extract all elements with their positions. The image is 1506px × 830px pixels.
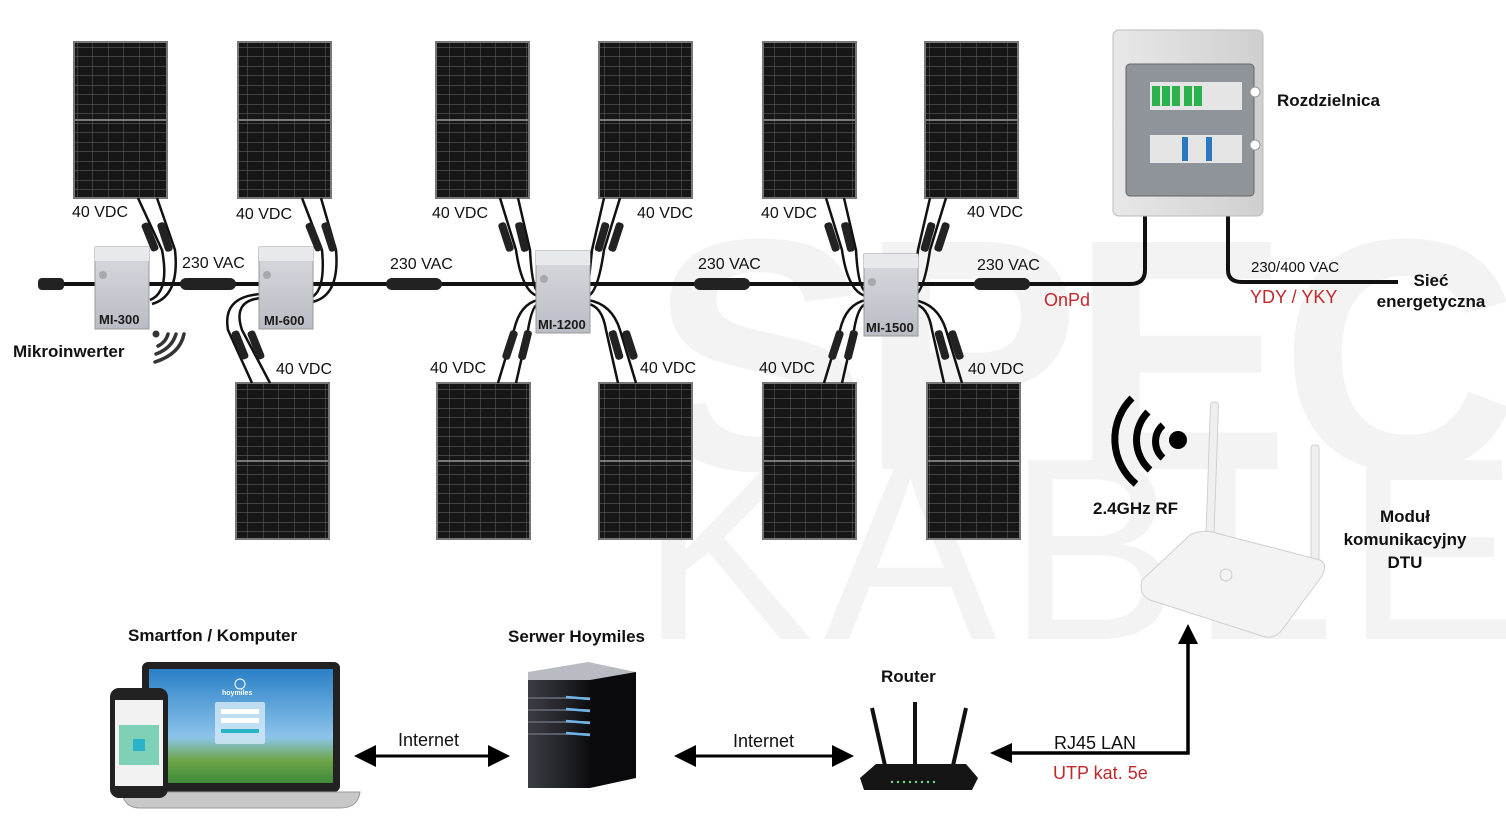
dc-label: 40 VDC (640, 360, 697, 377)
inverter-model-label: MI-1200 (538, 317, 586, 332)
dc-label: 40 VDC (759, 360, 816, 377)
inverter-mi-300 (94, 246, 150, 330)
distribution-box-title: Rozdzielnica (1277, 91, 1380, 110)
smartphone-computer-title: Smartfon / Komputer (128, 626, 298, 645)
dc-label: 40 VDC (276, 361, 333, 378)
wireless-signal-icon (152, 330, 186, 364)
ac-connector (974, 278, 1030, 290)
dtu-device (1140, 401, 1326, 638)
dtu-label-line2: komunikacyjny (1343, 530, 1467, 549)
top-panels (73, 41, 1019, 199)
lan-cable-label: UTP kat. 5e (1053, 763, 1148, 783)
dc-label: 40 VDC (637, 205, 694, 222)
smartphone-illustration (110, 688, 168, 798)
ac-label: 230 VAC (698, 256, 761, 273)
arrow-left-icon (990, 743, 1012, 763)
ac-connector (180, 278, 236, 290)
microinverter-label: Mikroinwerter (13, 342, 125, 361)
arrow-up-icon (1178, 624, 1198, 644)
internet-label-1: Internet (398, 730, 460, 750)
end-cap-connector (38, 278, 64, 290)
rf-label: 2.4GHz RF (1093, 499, 1179, 518)
ac-connector (386, 278, 442, 290)
inverter-mi-1200 (535, 250, 591, 334)
grid-voltage-label: 230/400 VAC (1251, 259, 1340, 276)
dc-label: 40 VDC (968, 361, 1025, 378)
server-illustration (528, 662, 636, 788)
mc4-connectors (141, 222, 964, 360)
inverter-model-label: MI-600 (264, 313, 305, 328)
ac-connector (694, 278, 750, 290)
laptop-brand-text: hoymiles (222, 690, 253, 697)
dc-label: 40 VDC (236, 206, 293, 223)
dtu-label: Moduł komunikacyjny DTU (1340, 505, 1470, 574)
inverter-mi-600 (258, 246, 314, 330)
dtu-label-line3: DTU (1387, 553, 1423, 572)
lan-cable-arrow (990, 624, 1198, 763)
server-title: Serwer Hoymiles (508, 627, 646, 646)
onpd-cable-label: OnPd (1044, 290, 1091, 310)
dtu-label-line1: Moduł (1379, 507, 1431, 526)
ac-label: 230 VAC (390, 256, 453, 273)
internet-arrow-2 (674, 745, 854, 767)
dc-label: 40 VDC (72, 204, 129, 221)
router-title: Router (881, 667, 936, 686)
ac-label: 230 VAC (182, 255, 245, 272)
grid-cable-label: YDY / YKY (1250, 287, 1338, 307)
dc-label: 40 VDC (430, 360, 487, 377)
lan-label: RJ45 LAN (1054, 733, 1137, 753)
grid-label: Sieć energetyczna (1366, 270, 1496, 312)
dc-label: 40 VDC (432, 205, 489, 222)
rf-signal-icon (1111, 395, 1187, 487)
laptop-illustration (121, 662, 361, 809)
distribution-box (1112, 29, 1264, 217)
inverter-model-label: MI-1500 (866, 320, 914, 335)
internet-arrow-1 (354, 745, 510, 767)
inverter-model-label: MI-300 (99, 312, 140, 327)
grid-label-line2: energetyczna (1376, 292, 1486, 311)
router-illustration (860, 702, 978, 790)
dc-label: 40 VDC (761, 205, 818, 222)
internet-label-2: Internet (733, 731, 795, 751)
ac-label: 230 VAC (977, 257, 1040, 274)
bottom-panels (235, 382, 1021, 540)
grid-label-line1: Sieć (1413, 271, 1449, 290)
dc-label: 40 VDC (967, 204, 1024, 221)
inverter-mi-1500 (863, 253, 919, 337)
